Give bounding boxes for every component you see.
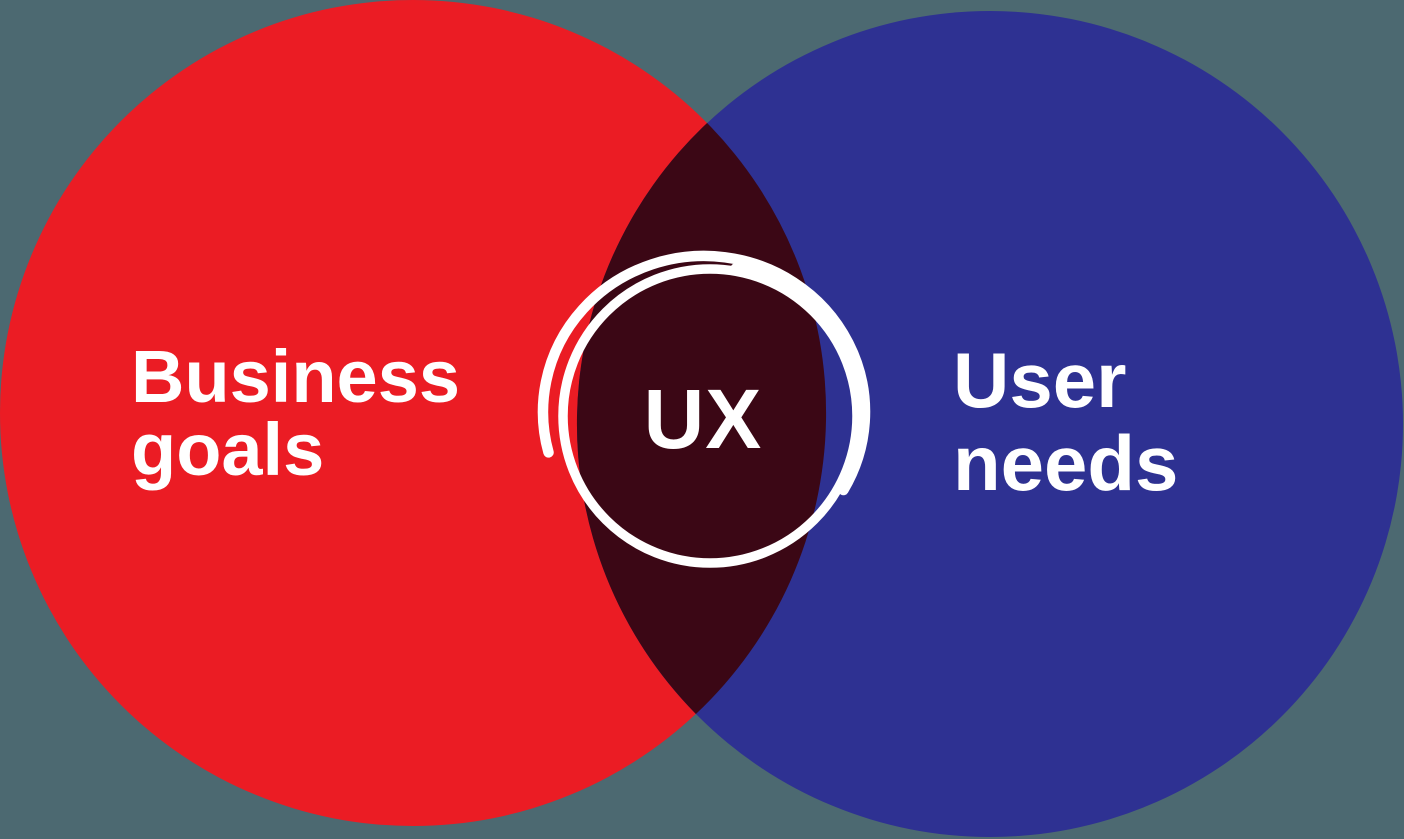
- hand-drawn-ring-outer-stroke: [537, 250, 871, 496]
- business-goals-label: Business goals: [131, 335, 461, 491]
- business-goals-circle: [0, 0, 826, 826]
- business-goals-label-line2: goals: [131, 408, 325, 491]
- user-needs-label-line1: User: [953, 336, 1127, 424]
- hand-drawn-ring-flourish-stroke: [730, 263, 846, 348]
- user-needs-label-line2: needs: [953, 419, 1179, 507]
- ux-label: UX: [643, 372, 763, 466]
- user-needs-label: User needs: [953, 339, 1178, 505]
- user-needs-circle: [577, 11, 1403, 837]
- hand-drawn-ring-inner-stroke: [558, 264, 862, 568]
- business-goals-label-line1: Business: [131, 335, 461, 418]
